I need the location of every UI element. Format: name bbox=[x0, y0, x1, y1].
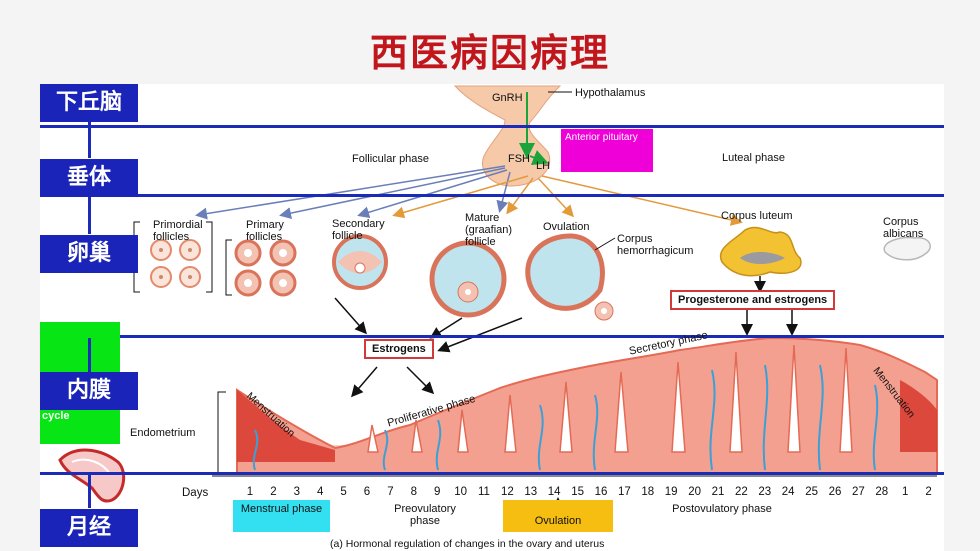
day-tick-label: 22 bbox=[734, 486, 748, 498]
day-tick-label: 1 bbox=[246, 486, 254, 498]
side-label-menstruation: 月经 bbox=[40, 509, 138, 547]
connector-3 bbox=[88, 338, 91, 372]
day-tick-label: 27 bbox=[851, 486, 865, 498]
day-tick-label: 3 bbox=[293, 486, 300, 498]
day-tick-label: 1 bbox=[901, 486, 909, 498]
page-title: 西医病因病理 bbox=[369, 31, 610, 75]
day-tick-label: 28 bbox=[875, 486, 889, 498]
corpus-luteum bbox=[719, 226, 802, 277]
preovulatory-phase-label: Preovulatory phase bbox=[394, 503, 456, 527]
day-tick-label: 12 bbox=[500, 486, 514, 498]
side-label-pituitary: 垂体 bbox=[40, 159, 138, 197]
days-label: Days bbox=[182, 487, 209, 499]
menstrual-phase-highlight bbox=[233, 500, 330, 532]
menstrual-phase-label: Menstrual phase bbox=[240, 503, 323, 515]
progesterone-estrogens-box: Progesterone and estrogens bbox=[670, 290, 836, 310]
follicular-phase-label: Follicular phase bbox=[352, 153, 430, 165]
mature-follicle bbox=[429, 240, 507, 318]
connector-2 bbox=[88, 197, 91, 234]
ovulation-follicle bbox=[525, 233, 605, 311]
primordial-follicles-label: Primordial follicles bbox=[153, 219, 203, 243]
mature-follicle-label: Mature (graafian) follicle bbox=[465, 212, 513, 248]
ovulation-label: Ovulation bbox=[543, 221, 590, 233]
anterior-pituitary-label: Anterior pituitary bbox=[561, 129, 653, 172]
side-label-ovary: 卵巢 bbox=[40, 235, 138, 273]
uterus-sketch bbox=[58, 448, 126, 503]
lh-arrows bbox=[392, 175, 743, 226]
ovulation-highlight bbox=[503, 500, 613, 532]
day-tick-label: 15 bbox=[571, 486, 584, 498]
day-tick-label: 17 bbox=[617, 486, 631, 498]
day-tick-label: 4 bbox=[316, 486, 324, 498]
fsh-arrows bbox=[195, 165, 511, 220]
day-tick-label: 13 bbox=[524, 486, 538, 498]
secondary-follicle-label: Secondary follicle bbox=[332, 218, 385, 242]
spiral-arteries bbox=[252, 364, 879, 471]
lh-label: LH bbox=[536, 160, 551, 172]
day-tick-label: 23 bbox=[758, 486, 772, 498]
day-tick-label: 25 bbox=[805, 486, 818, 498]
day-tick-label: 18 bbox=[641, 486, 655, 498]
connector-4 bbox=[88, 475, 91, 508]
day-tick-label: 9 bbox=[433, 486, 441, 498]
day-tick-label: 2 bbox=[270, 486, 277, 498]
gnrh-label: GnRH bbox=[492, 92, 523, 104]
primary-follicles-label: Primary follicles bbox=[246, 219, 284, 243]
primary-follicles bbox=[234, 239, 297, 297]
divider-4 bbox=[40, 472, 944, 475]
day-tick-label: 24 bbox=[781, 486, 795, 498]
corpus-albicans-label: Corpus albicans bbox=[883, 216, 924, 240]
hypothalamus-label: Hypothalamus bbox=[575, 87, 646, 99]
day-tick-label: 2 bbox=[925, 486, 932, 498]
day-tick-label: 6 bbox=[363, 486, 371, 498]
divider-2 bbox=[40, 194, 944, 197]
day-tick-label: 5 bbox=[340, 486, 347, 498]
day-tick-label: 14 bbox=[547, 486, 561, 498]
luteal-phase-label: Luteal phase bbox=[722, 152, 785, 164]
fsh-label: FSH bbox=[508, 153, 530, 165]
corpus-albicans bbox=[883, 236, 931, 261]
connector-1 bbox=[88, 122, 91, 158]
day-tick-label: 10 bbox=[454, 486, 467, 498]
cycle-label: cycle bbox=[42, 410, 70, 422]
endometrial-glands bbox=[367, 344, 853, 453]
endometrium-layer bbox=[236, 336, 938, 474]
ovulation-phase-label: Ovulation bbox=[534, 515, 582, 527]
divider-3 bbox=[40, 335, 944, 338]
estrogens-box: Estrogens bbox=[364, 339, 434, 359]
day-tick-label: 26 bbox=[828, 486, 842, 498]
day-tick-label: 11 bbox=[478, 486, 490, 498]
divider-1 bbox=[40, 125, 944, 128]
day-tick-label: 8 bbox=[410, 486, 417, 498]
day-tick-label: 7 bbox=[387, 486, 394, 498]
postovulatory-phase-label: Postovulatory phase bbox=[672, 503, 772, 515]
endometrium-label: Endometrium bbox=[130, 427, 196, 439]
side-label-hypothalamus: 下丘脑 bbox=[40, 84, 138, 122]
day-tick-label: 16 bbox=[594, 486, 608, 498]
primordial-follicles bbox=[150, 239, 201, 288]
corpus-luteum-label: Corpus luteum bbox=[721, 210, 793, 222]
day-tick-label: 19 bbox=[664, 486, 678, 498]
day-tick-label: 21 bbox=[711, 486, 725, 498]
corpus-hemorrhagicum-label: Corpus hemorrhagicum bbox=[617, 233, 694, 257]
day-tick-label: 20 bbox=[688, 486, 701, 498]
figure-caption: (a) Hormonal regulation of changes in th… bbox=[330, 538, 605, 550]
side-label-endometrium: 内膜 bbox=[40, 372, 138, 410]
